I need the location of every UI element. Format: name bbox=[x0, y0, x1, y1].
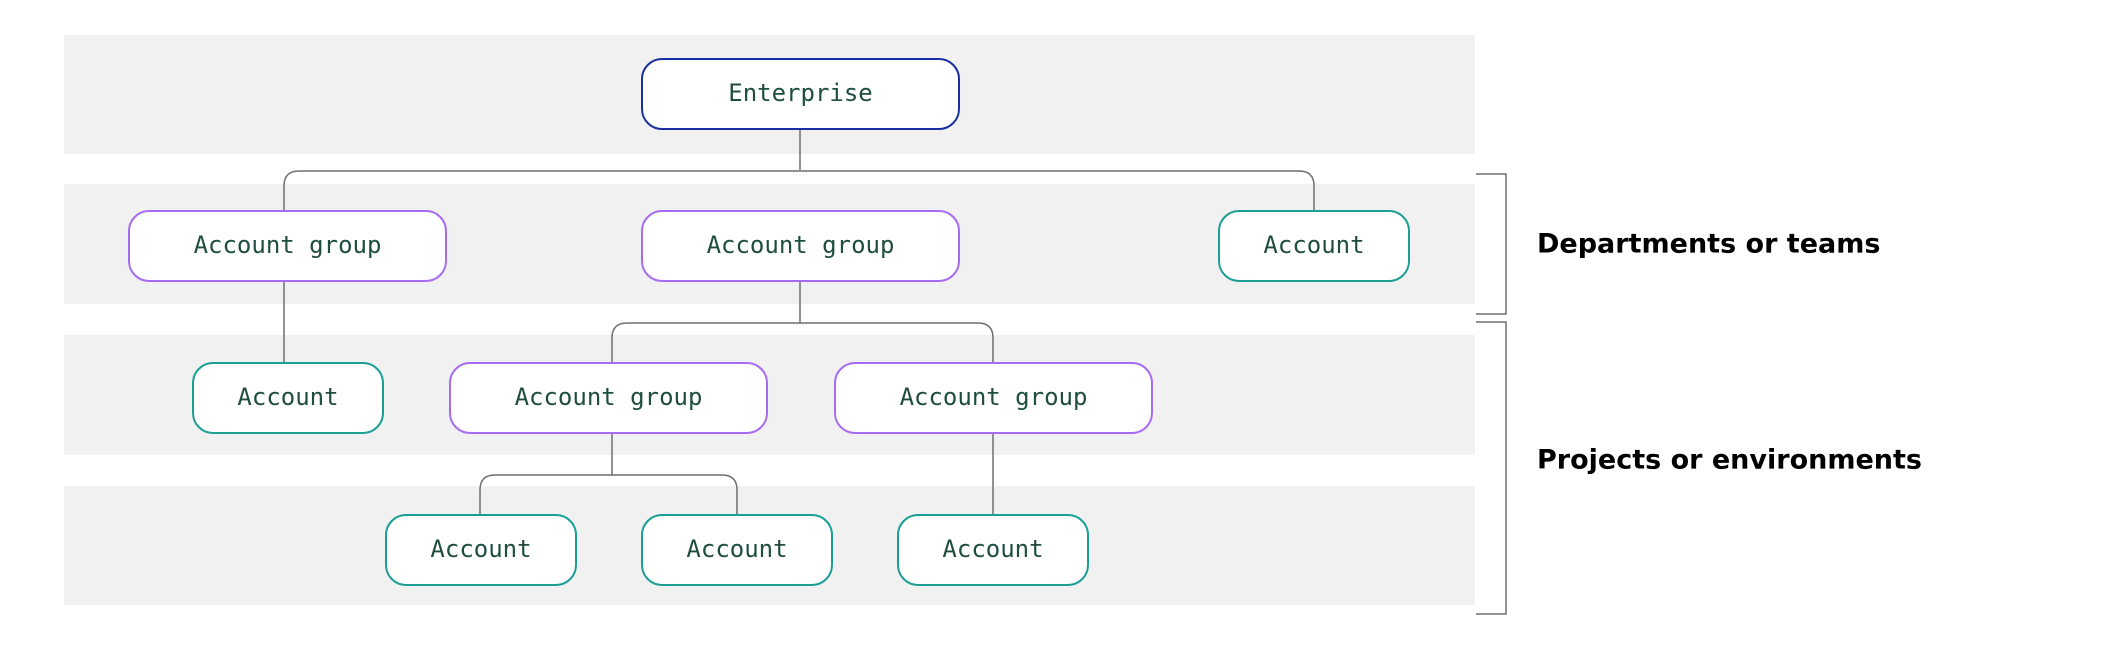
node-account-group-mid-left: Account group bbox=[449, 362, 768, 434]
svg-text:Account: Account bbox=[237, 383, 338, 411]
label-projects: Projects or environments bbox=[1537, 445, 1922, 476]
bracket-departments bbox=[1476, 173, 1507, 315]
svg-text:Account: Account bbox=[430, 535, 531, 563]
node-account-top-right: Account bbox=[1218, 210, 1410, 282]
svg-text:Account group: Account group bbox=[707, 231, 895, 259]
node-account-bottom-2: Account bbox=[641, 514, 833, 586]
svg-text:Enterprise: Enterprise bbox=[728, 79, 873, 107]
node-account-bottom-1: Account bbox=[385, 514, 577, 586]
connector-group-mid-left bbox=[479, 434, 738, 515]
svg-text:Account group: Account group bbox=[900, 383, 1088, 411]
node-account-group-left: Account group bbox=[128, 210, 447, 282]
node-account-group-center: Account group bbox=[641, 210, 960, 282]
bracket-projects bbox=[1476, 321, 1507, 615]
svg-text:Account: Account bbox=[942, 535, 1043, 563]
connector-group-center bbox=[611, 282, 994, 363]
label-departments: Departments or teams bbox=[1537, 229, 1880, 260]
node-enterprise: Enterprise bbox=[641, 58, 960, 130]
svg-text:Account: Account bbox=[686, 535, 787, 563]
connector-enterprise bbox=[283, 130, 1315, 211]
node-account-bottom-3: Account bbox=[897, 514, 1089, 586]
node-account-left: Account bbox=[192, 362, 384, 434]
side-brackets bbox=[1476, 173, 1507, 615]
svg-text:Account: Account bbox=[1263, 231, 1364, 259]
svg-text:Account group: Account group bbox=[515, 383, 703, 411]
connectors bbox=[283, 130, 1315, 515]
node-account-group-mid-right: Account group bbox=[834, 362, 1153, 434]
svg-text:Account group: Account group bbox=[194, 231, 382, 259]
